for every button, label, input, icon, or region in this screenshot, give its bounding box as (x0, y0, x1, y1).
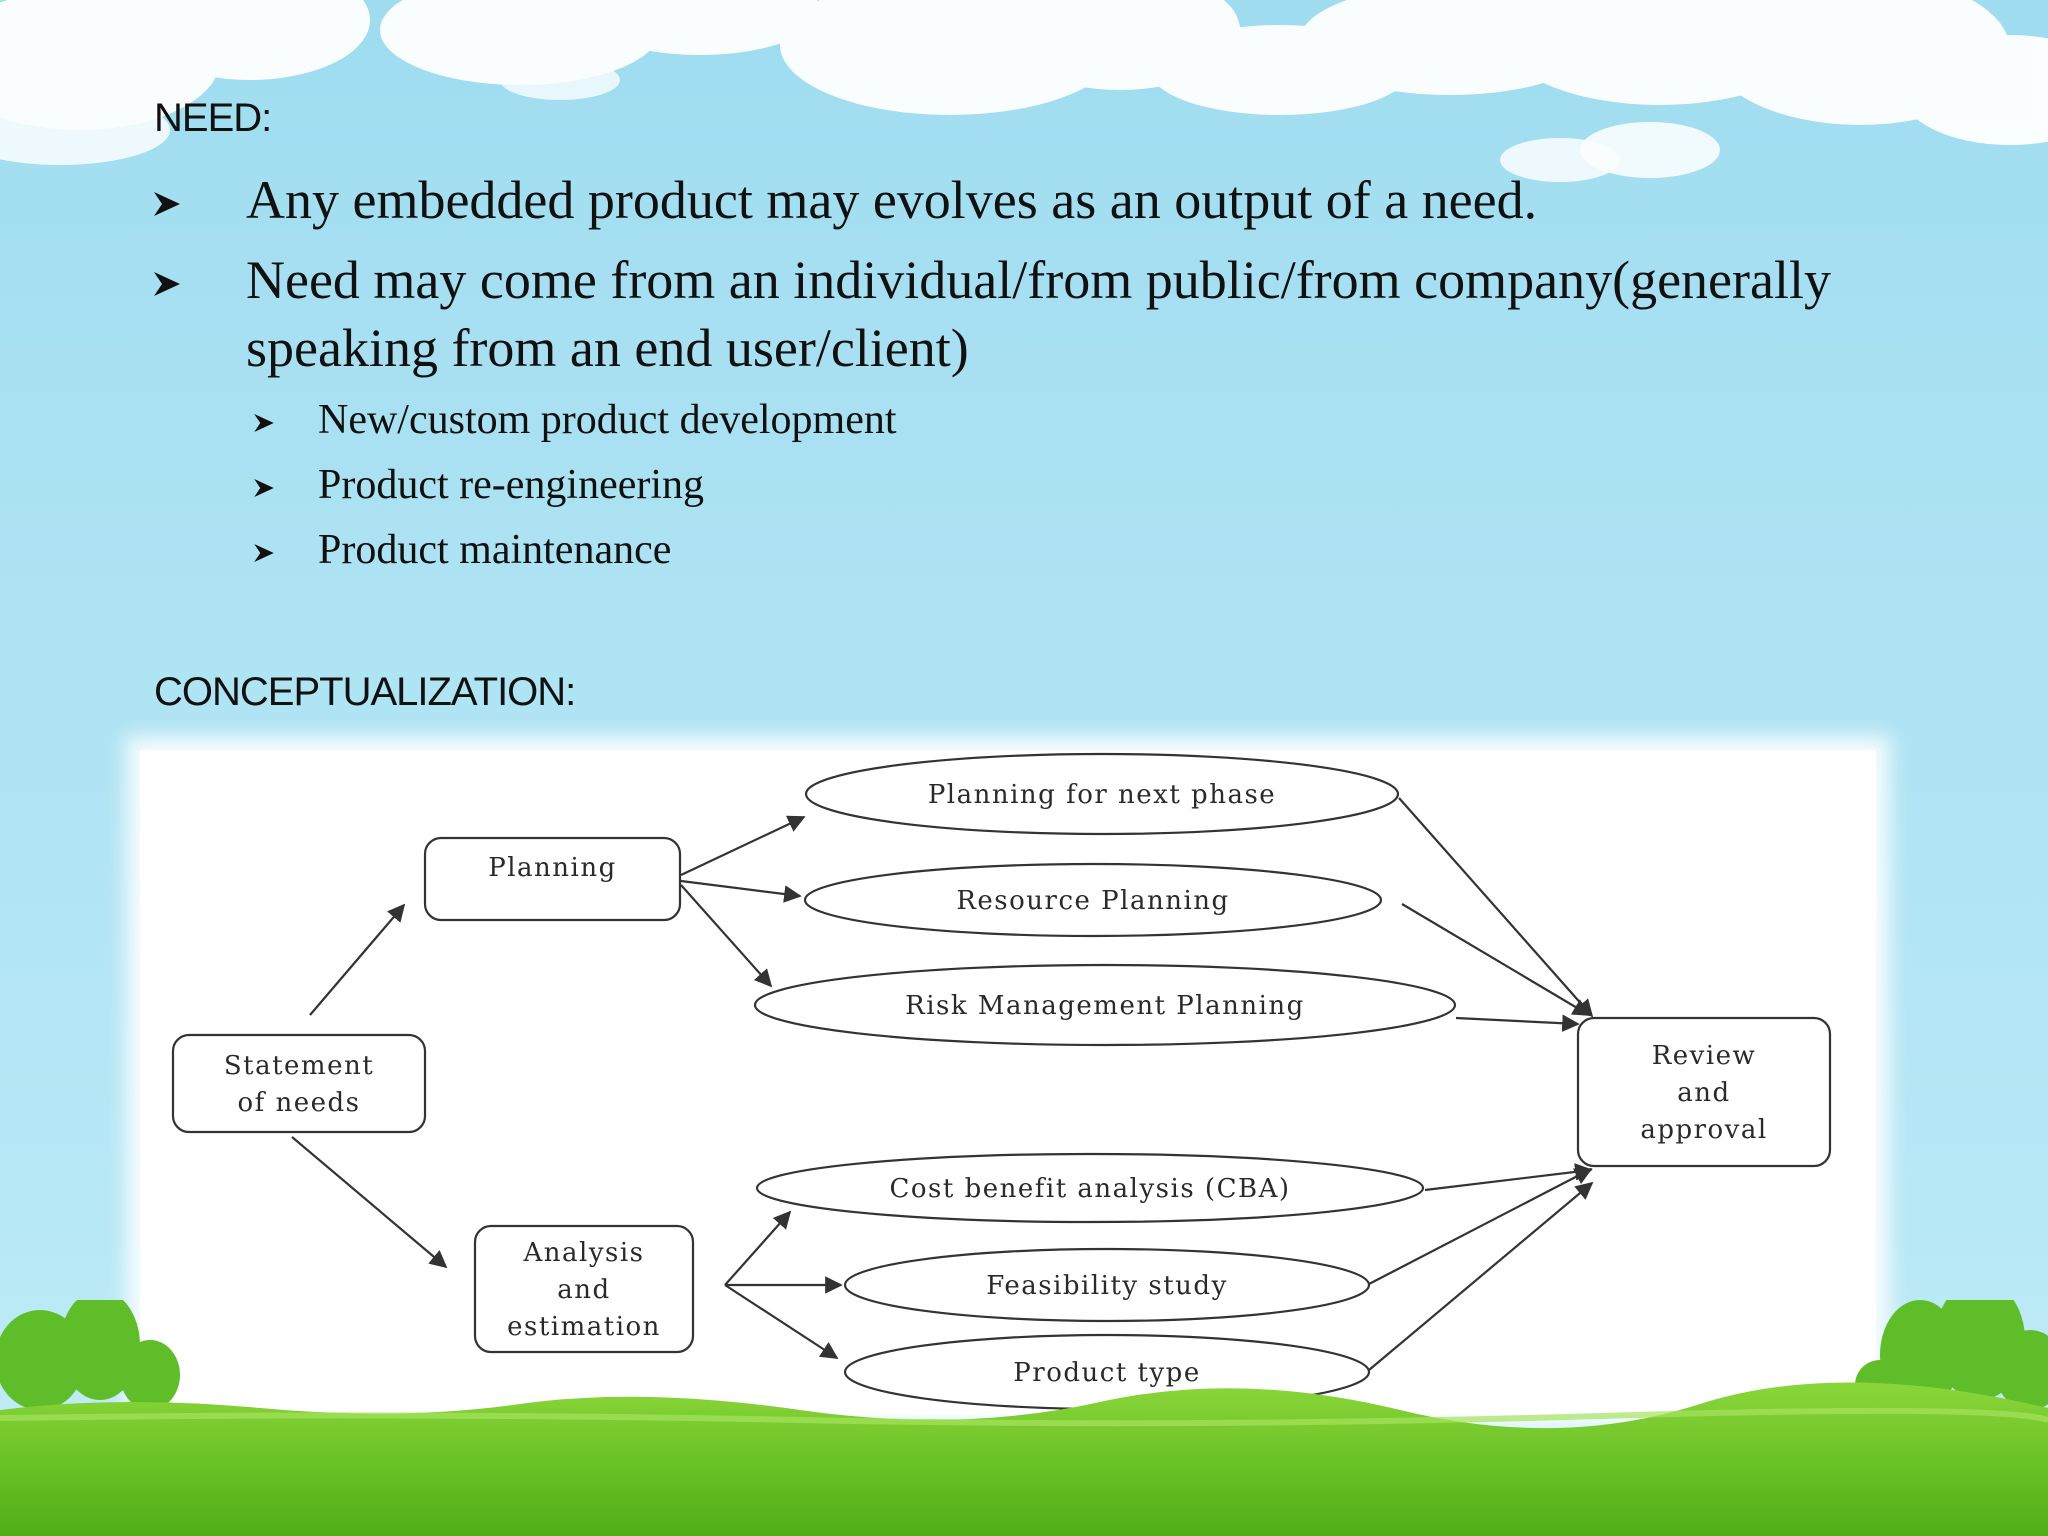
edge-planning-to-risk (680, 884, 773, 988)
edge-statement-to-analysis (291, 1136, 448, 1269)
risk-management-planning-node: Risk Management Planning (753, 963, 1457, 1047)
edge-planning-to-next-phase (680, 815, 806, 876)
analysis-and-estimation-node-label: estimation (507, 1312, 661, 1342)
grass-ground (0, 1300, 2048, 1536)
conceptualization-heading: CONCEPTUALIZATION: (154, 670, 576, 714)
statement-of-needs-node-label: of needs (237, 1088, 360, 1118)
review-and-approval-node: Review and approval (1576, 1016, 1832, 1168)
resource-planning-node-label: Resource Planning (956, 886, 1229, 916)
arrowhead-bullet-icon (154, 192, 180, 216)
edge-statement-to-planning (309, 903, 406, 1016)
review-and-approval-node-label: Review (1652, 1041, 1757, 1071)
need-bullet-list: Any embedded product may evolves as an o… (154, 166, 1954, 394)
edge-analysis-to-product-type (724, 1284, 839, 1359)
analysis-and-estimation-node-label: and (557, 1275, 610, 1305)
statement-of-needs-node-shape (171, 1033, 427, 1134)
trees-icon (0, 1300, 2048, 1410)
arrowhead-bullet-icon (254, 544, 274, 562)
need-bullet-text: Any embedded product may evolves as an o… (246, 170, 1538, 230)
arrowhead-bullet-icon (154, 272, 180, 296)
cost-benefit-analysis-node: Cost benefit analysis (CBA) (755, 1152, 1425, 1224)
feasibility-study-node: Feasibility study (843, 1247, 1371, 1323)
planning-node-label: Planning (488, 853, 617, 883)
cost-benefit-analysis-node-shape (755, 1152, 1425, 1224)
need-sub-bullet-text: New/custom product development (318, 397, 897, 443)
edge-next-phase-to-review (1398, 797, 1594, 1018)
need-sub-bullet-text: Product re-engineering (318, 462, 705, 508)
edge-cba-to-review (1424, 1163, 1593, 1192)
edge-planning-to-resource (680, 879, 802, 903)
edge-resource-to-review (1401, 903, 1591, 1016)
feasibility-study-node-label: Feasibility study (986, 1271, 1228, 1301)
arrowhead-bullet-icon (254, 479, 274, 497)
product-type-node-label: Product type (1013, 1358, 1200, 1388)
statement-of-needs-node-label: Statement (224, 1051, 374, 1081)
cost-benefit-analysis-node-label: Cost benefit analysis (CBA) (890, 1174, 1291, 1204)
planning-for-next-phase-node-label: Planning for next phase (928, 780, 1276, 810)
edge-risk-to-review (1455, 1014, 1580, 1033)
need-heading: NEED: (154, 96, 272, 140)
arrowhead-bullet-icon (254, 414, 274, 432)
need-bullet-text: Need may come from an individual/from pu… (246, 250, 1831, 378)
review-and-approval-node-label: approval (1640, 1115, 1767, 1145)
risk-management-planning-node-shape (753, 963, 1457, 1047)
review-and-approval-node-shape (1576, 1016, 1832, 1168)
planning-for-next-phase-node-shape (804, 752, 1400, 836)
edge-product-type-to-review (1368, 1181, 1594, 1371)
analysis-and-estimation-node-shape (473, 1224, 695, 1354)
analysis-and-estimation-node: Analysis and estimation (473, 1224, 695, 1354)
edge-feasibility-to-review (1368, 1168, 1593, 1285)
need-sub-bullet: Product re-engineering (254, 459, 1454, 511)
edge-analysis-to-cba (724, 1210, 792, 1286)
need-sub-bullet-text: Product maintenance (318, 527, 672, 573)
cloud-banner (0, 0, 2048, 182)
need-sub-bullet-list: New/custom product development Product r… (254, 394, 1454, 589)
review-and-approval-node-label: and (1677, 1078, 1730, 1108)
need-sub-bullet: Product maintenance (254, 524, 1454, 576)
planning-for-next-phase-node: Planning for next phase (804, 752, 1400, 836)
analysis-and-estimation-node-label: Analysis (522, 1238, 644, 1268)
feasibility-study-node-shape (843, 1247, 1371, 1323)
planning-node-shape (423, 836, 682, 922)
diagram-edges (291, 797, 1594, 1371)
need-bullet: Need may come from an individual/from pu… (154, 246, 1954, 382)
resource-planning-node: Resource Planning (803, 862, 1383, 938)
statement-of-needs-node: Statement of needs (171, 1033, 427, 1134)
planning-node: Planning (423, 836, 682, 922)
need-bullet: Any embedded product may evolves as an o… (154, 166, 1954, 234)
risk-management-planning-node-label: Risk Management Planning (905, 991, 1305, 1021)
resource-planning-node-shape (803, 862, 1383, 938)
need-sub-bullet: New/custom product development (254, 394, 1454, 446)
